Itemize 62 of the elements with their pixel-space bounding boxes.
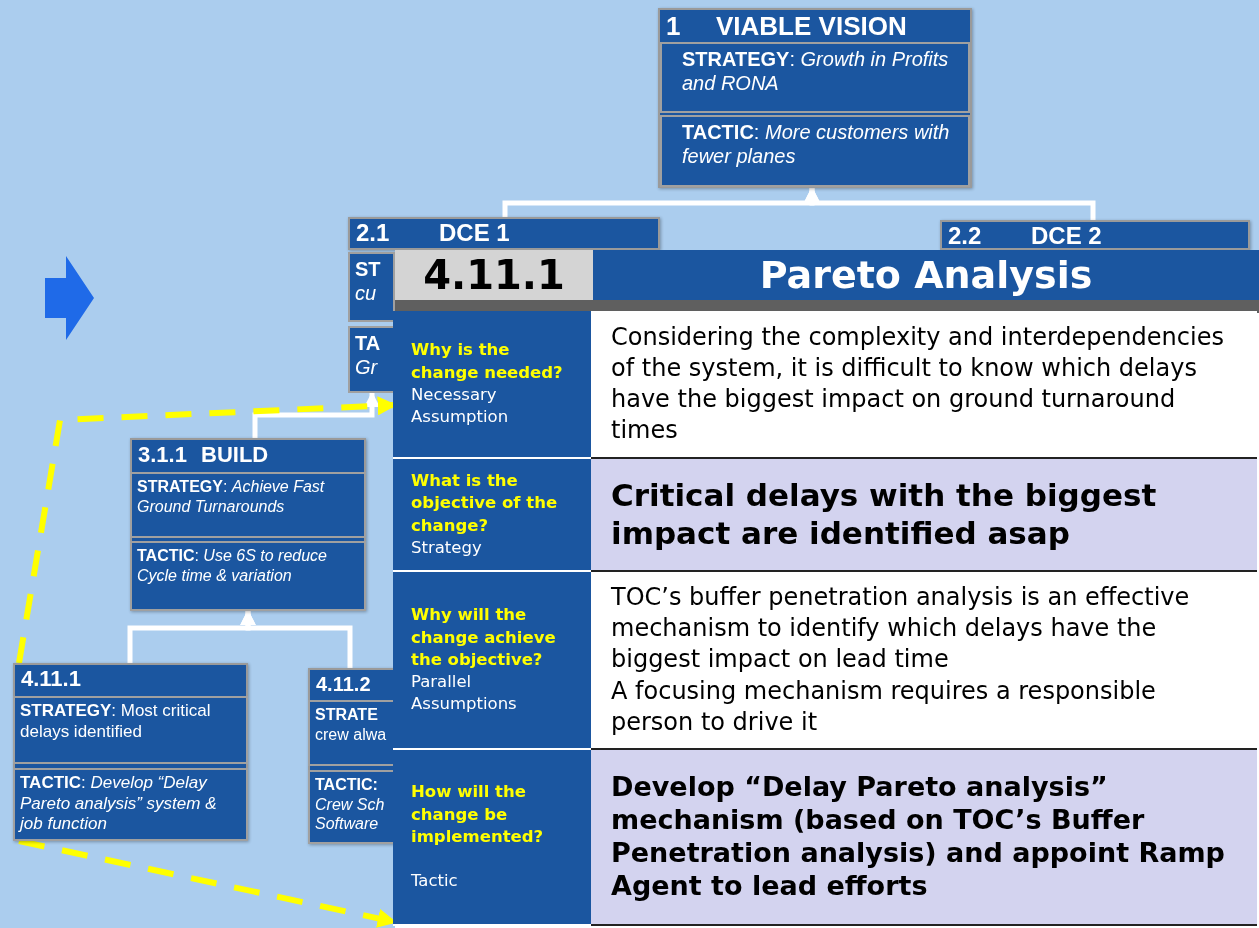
card-text: ST cu xyxy=(355,257,382,306)
category-text: Strategy xyxy=(411,536,483,559)
question-cell xyxy=(393,572,591,750)
question-cell xyxy=(393,311,591,459)
answer-text: Develop “Delay Pareto analysis” mechanism (based on TOC’s Buffer Penetration analysis) and appoint Ramp Agent to lead efforts xyxy=(611,771,1226,903)
connector-arrow xyxy=(804,186,1096,220)
answer-text: A focusing mechanism requires a responsible person to drive it xyxy=(611,675,1157,738)
card-title: VIABLE VISION xyxy=(716,10,907,42)
question-text: Why will the change achieve the objective? xyxy=(411,604,557,671)
card-section xyxy=(660,115,970,187)
card-title: BUILD xyxy=(201,441,269,469)
answer-cell xyxy=(591,459,1257,572)
detail-panel xyxy=(395,250,1259,928)
card-title: DCE 1 xyxy=(439,219,510,247)
card-section xyxy=(660,42,970,113)
card-number: 2.1 xyxy=(356,219,390,247)
card-text: TACTIC: Crew Sch Software xyxy=(315,775,386,834)
connector-arrow xyxy=(240,609,353,668)
card-section xyxy=(13,696,248,764)
table-number: 4.11.1 xyxy=(395,250,593,300)
card-section xyxy=(308,700,395,766)
card xyxy=(348,217,660,250)
card-text: STRATE crew alwa xyxy=(315,705,388,745)
answer-text: Considering the complexity and interdependencies of the system, it is difficult to know which delays have the biggest impact on ground turnaround times xyxy=(611,321,1225,447)
question-text: How will the change be implemented? xyxy=(411,781,545,848)
card-number: 1 xyxy=(666,10,681,42)
card-section xyxy=(130,541,366,611)
card-section xyxy=(308,770,395,844)
card-text: TACTIC: Develop “Delay Pareto analysis” system & job function xyxy=(20,773,218,836)
card xyxy=(308,668,395,844)
card-number: 2.2 xyxy=(948,222,982,250)
question-cell xyxy=(393,750,591,926)
card-number: 3.1.1 xyxy=(138,441,187,469)
category-text: Necessary Assumption xyxy=(411,384,510,429)
card-section xyxy=(348,252,395,322)
question-text: Why is the change needed? xyxy=(411,339,564,384)
answer-cell xyxy=(591,750,1257,926)
connector-arrow xyxy=(252,391,380,438)
card-section xyxy=(130,472,366,538)
card-text: TA Gr xyxy=(355,331,382,380)
card-section xyxy=(348,326,395,393)
answer-text: Critical delays with the biggest impact are identified asap xyxy=(611,476,1158,553)
card-number: 4.11.1 xyxy=(21,665,81,693)
card-title: DCE 2 xyxy=(1031,222,1102,250)
card-text: TACTIC: More customers with fewer planes xyxy=(682,120,951,169)
question-text: What is the objective of the change? xyxy=(411,469,559,537)
table-title: Pareto Analysis xyxy=(593,250,1259,300)
card xyxy=(940,220,1250,250)
category-text: Tactic xyxy=(411,870,459,893)
answer-cell xyxy=(591,311,1257,459)
card-text: STRATEGY: Growth in Profits and RONA xyxy=(682,47,950,96)
category-text: Parallel Assumptions xyxy=(411,671,518,716)
card-section xyxy=(13,768,248,841)
card-text: STRATEGY: Achieve Fast Ground Turnarounds xyxy=(137,477,326,517)
card-text: STRATEGY: Most critical delays identified xyxy=(20,701,212,743)
card xyxy=(658,8,972,188)
question-cell xyxy=(393,459,591,572)
card-number: 4.11.2 xyxy=(316,672,371,697)
card xyxy=(13,663,248,841)
card-text: TACTIC: Use 6S to reduce Cycle time & variation xyxy=(137,546,328,586)
answer-text: TOC’s buffer penetration analysis is an effective mechanism to identify which delays have the biggest impact on lead time xyxy=(611,582,1191,676)
card xyxy=(130,438,366,611)
